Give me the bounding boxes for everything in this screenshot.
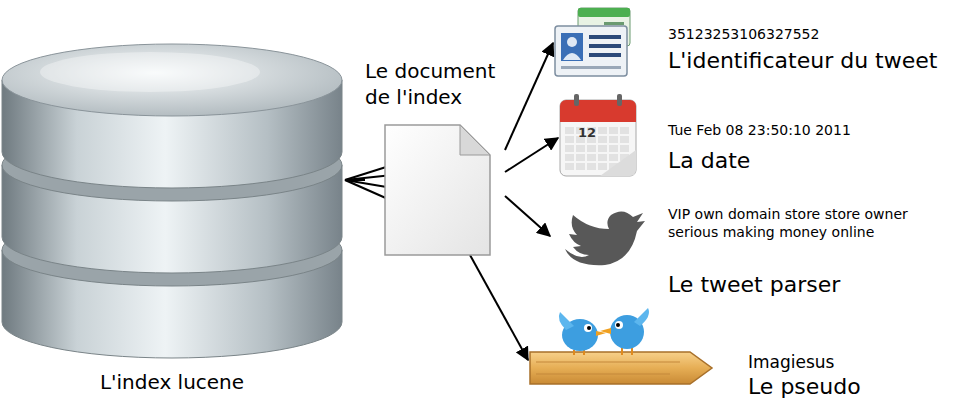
calendar-icon	[574, 94, 579, 106]
database-cylinder	[2, 44, 342, 116]
calendar-day-number: 12	[578, 125, 596, 140]
contact-card-icon	[604, 22, 624, 25]
signpost-icon	[634, 308, 649, 326]
contact-card-icon	[589, 44, 621, 48]
date-field-node: Tue Feb 08 23:50:10 2011 La date	[558, 94, 851, 178]
contact-card-icon	[567, 37, 577, 47]
contact-card-icon	[589, 53, 621, 57]
connector-arrow	[505, 196, 550, 236]
contact-card-icon	[563, 53, 581, 60]
signpost-icon	[600, 328, 611, 334]
signpost-icon	[536, 362, 680, 374]
contact-card-icon	[561, 33, 583, 61]
calendar-icon	[600, 150, 636, 176]
contact-card-icon	[555, 26, 627, 76]
document-icon	[460, 125, 490, 155]
node-title: Le document de l'index	[365, 58, 505, 110]
signpost-icon	[530, 308, 712, 384]
field-caption: La date	[668, 148, 750, 174]
database-cylinder	[40, 52, 260, 92]
field-caption: Le pseudo	[748, 374, 861, 400]
database-cylinder	[2, 44, 342, 358]
contact-card-icon	[561, 66, 621, 69]
signpost-icon	[616, 323, 620, 327]
pseudo-field-node: ImagiesusLe pseudo	[528, 308, 861, 400]
document-node: Le document de l'index	[365, 58, 505, 255]
calendar-icon	[560, 94, 636, 176]
calendar-icon	[560, 100, 636, 122]
signpost-icon	[559, 312, 574, 330]
field-value: VIP own domain store store owner serious…	[668, 206, 908, 241]
connector-arrow	[505, 138, 558, 172]
field-caption: Le tweet parser	[668, 272, 840, 298]
document-icon	[385, 125, 490, 255]
contact-card-icon	[589, 35, 621, 39]
connector-arrow	[470, 255, 528, 360]
node-title: L'index lucene	[100, 370, 244, 394]
database-node: L'index lucene	[0, 44, 345, 394]
tweet-field-node: VIP own domain store store owner serious…	[550, 203, 908, 298]
bird-icon	[565, 211, 645, 265]
contact-card-icon	[555, 8, 630, 76]
calendar-icon	[617, 94, 622, 106]
connector-arrow	[345, 179, 365, 181]
signpost-icon	[587, 326, 591, 330]
field-value: Imagiesus	[748, 352, 834, 372]
bird-icon	[565, 211, 645, 265]
connector-arrow	[505, 43, 553, 150]
field-caption: L'identificateur du tweet	[668, 48, 937, 74]
signpost-icon	[530, 352, 712, 384]
signpost-icon	[584, 324, 592, 332]
field-value: 35123253106327552	[668, 26, 819, 43]
contact-card-icon	[578, 8, 630, 17]
field-value: Tue Feb 08 23:50:10 2011	[668, 122, 851, 139]
id-field-node: 35123253106327552L'identificateur du twe…	[553, 8, 937, 78]
document-icon	[385, 125, 490, 255]
signpost-icon	[615, 321, 623, 329]
calendar-icon	[560, 100, 636, 176]
